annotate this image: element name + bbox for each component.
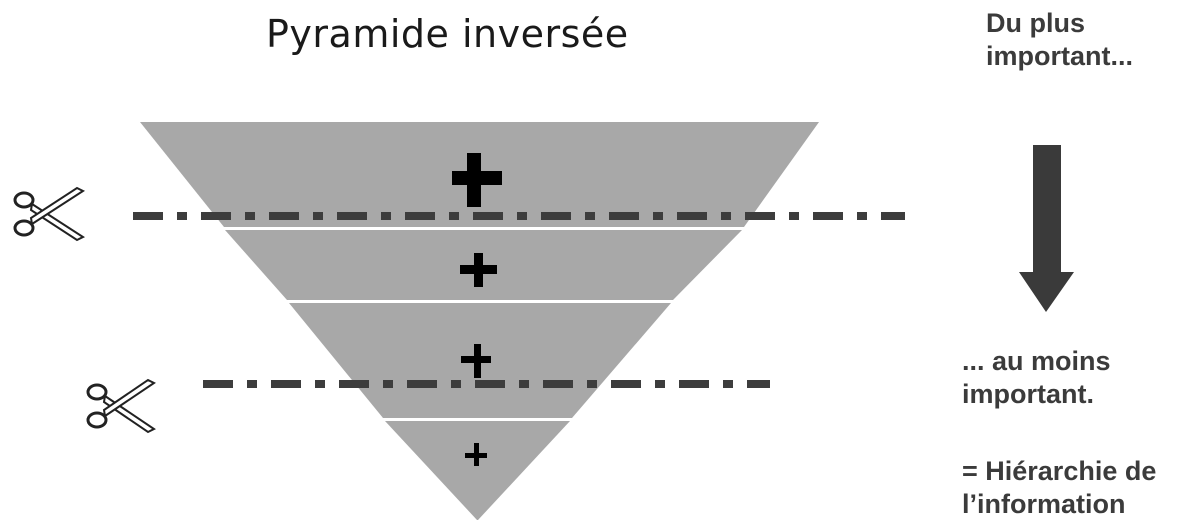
- level-1-plus-icon: [452, 153, 502, 207]
- hierarchy-label-line-2: l’information: [962, 489, 1126, 519]
- top-label-line-2: important...: [986, 41, 1133, 71]
- top-label-line-1: Du plus: [986, 8, 1085, 38]
- scissors-icon: [13, 186, 86, 242]
- top-label: Du plus important...: [986, 7, 1133, 73]
- bottom-label-line-1: ... au moins: [962, 346, 1111, 376]
- arrow-down-icon: [1019, 145, 1074, 312]
- hierarchy-label-line-1: = Hiérarchie de: [962, 456, 1157, 486]
- page-title: Pyramide inversée: [266, 12, 629, 56]
- scissors-icon: [86, 378, 156, 434]
- pyramid-band-4: [385, 421, 570, 520]
- bottom-label-line-2: important.: [962, 379, 1094, 409]
- hierarchy-label: = Hiérarchie de l’information: [962, 455, 1156, 521]
- bottom-label: ... au moins important.: [962, 345, 1111, 411]
- level-2-plus-icon: [460, 253, 497, 287]
- level-4-plus-icon: [465, 443, 487, 466]
- level-3-plus-icon: [461, 344, 491, 378]
